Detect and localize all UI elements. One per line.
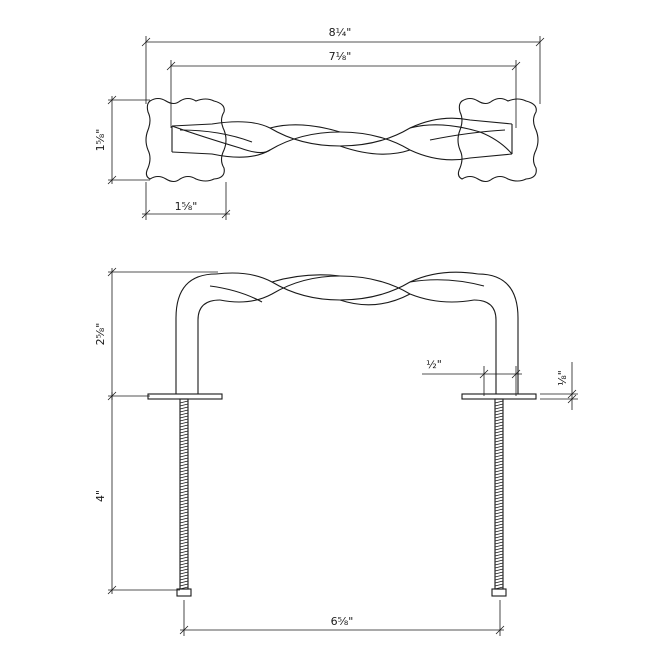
right-threaded-bolt [491, 398, 507, 597]
twisted-bar-top [171, 117, 513, 161]
top-view: 8¼" 7⅛" 1⅝" 1⅝" [94, 26, 545, 220]
dimension-overall-length: 8¼" [141, 26, 545, 104]
dimension-bolt-length: 4" [94, 392, 180, 595]
plate-height-label: 1⅝" [94, 129, 107, 152]
overall-length-label: 8¼" [329, 26, 352, 39]
center-to-center-label: 7⅛" [329, 50, 352, 63]
right-base-plate [461, 393, 537, 400]
dimension-plate-thickness: ⅛" [540, 362, 578, 410]
plate-thickness-label: ⅛" [556, 370, 569, 386]
side-view: 2⅝" 4" ½" ⅛" [94, 267, 578, 636]
dimension-bolt-spacing: 6⅝" [179, 600, 505, 636]
dimension-center-to-center: 7⅛" [166, 50, 521, 128]
left-base-plate [147, 393, 223, 400]
projection-label: 2⅝" [94, 323, 107, 346]
dimension-plate-width: 1⅝" [141, 182, 231, 220]
bolt-length-label: 4" [94, 490, 107, 502]
bolt-spacing-label: 6⅝" [331, 615, 354, 628]
dimension-plate-height: 1⅝" [94, 95, 150, 185]
dimension-leg-diameter: ½" [422, 358, 522, 396]
handle-side-profile [175, 271, 519, 394]
dimension-projection: 2⅝" [94, 267, 218, 401]
left-rosette-plate [145, 97, 227, 183]
right-rosette-plate [457, 97, 539, 183]
leg-diameter-label: ½" [426, 358, 442, 371]
plate-width-label: 1⅝" [175, 200, 198, 213]
left-threaded-bolt [176, 398, 192, 597]
